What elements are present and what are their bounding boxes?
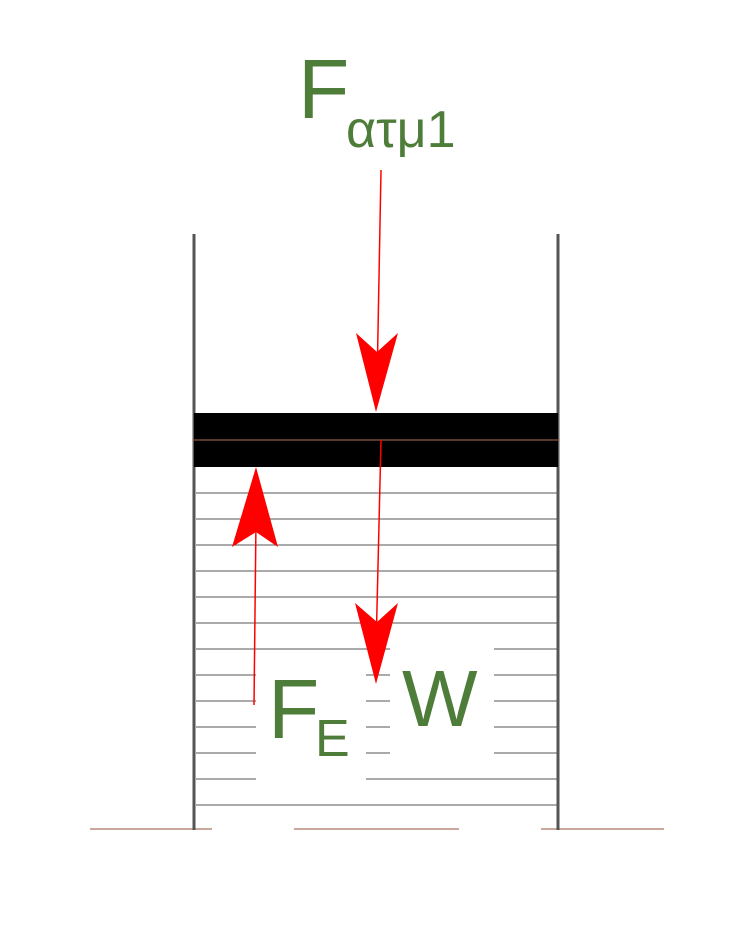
weight-label: W — [402, 654, 478, 743]
atm-force-arrow — [356, 169, 398, 412]
buoyant-force-symbol: F — [268, 662, 319, 756]
atm-force-label: F — [298, 42, 349, 136]
buoyant-force-arrow — [232, 467, 278, 706]
buoyant-force-subscript: E — [315, 710, 350, 768]
atm-force-subscript: ατμ1 — [346, 101, 455, 159]
weight-arrow — [355, 439, 398, 684]
atm-force-symbol: F — [298, 42, 349, 136]
